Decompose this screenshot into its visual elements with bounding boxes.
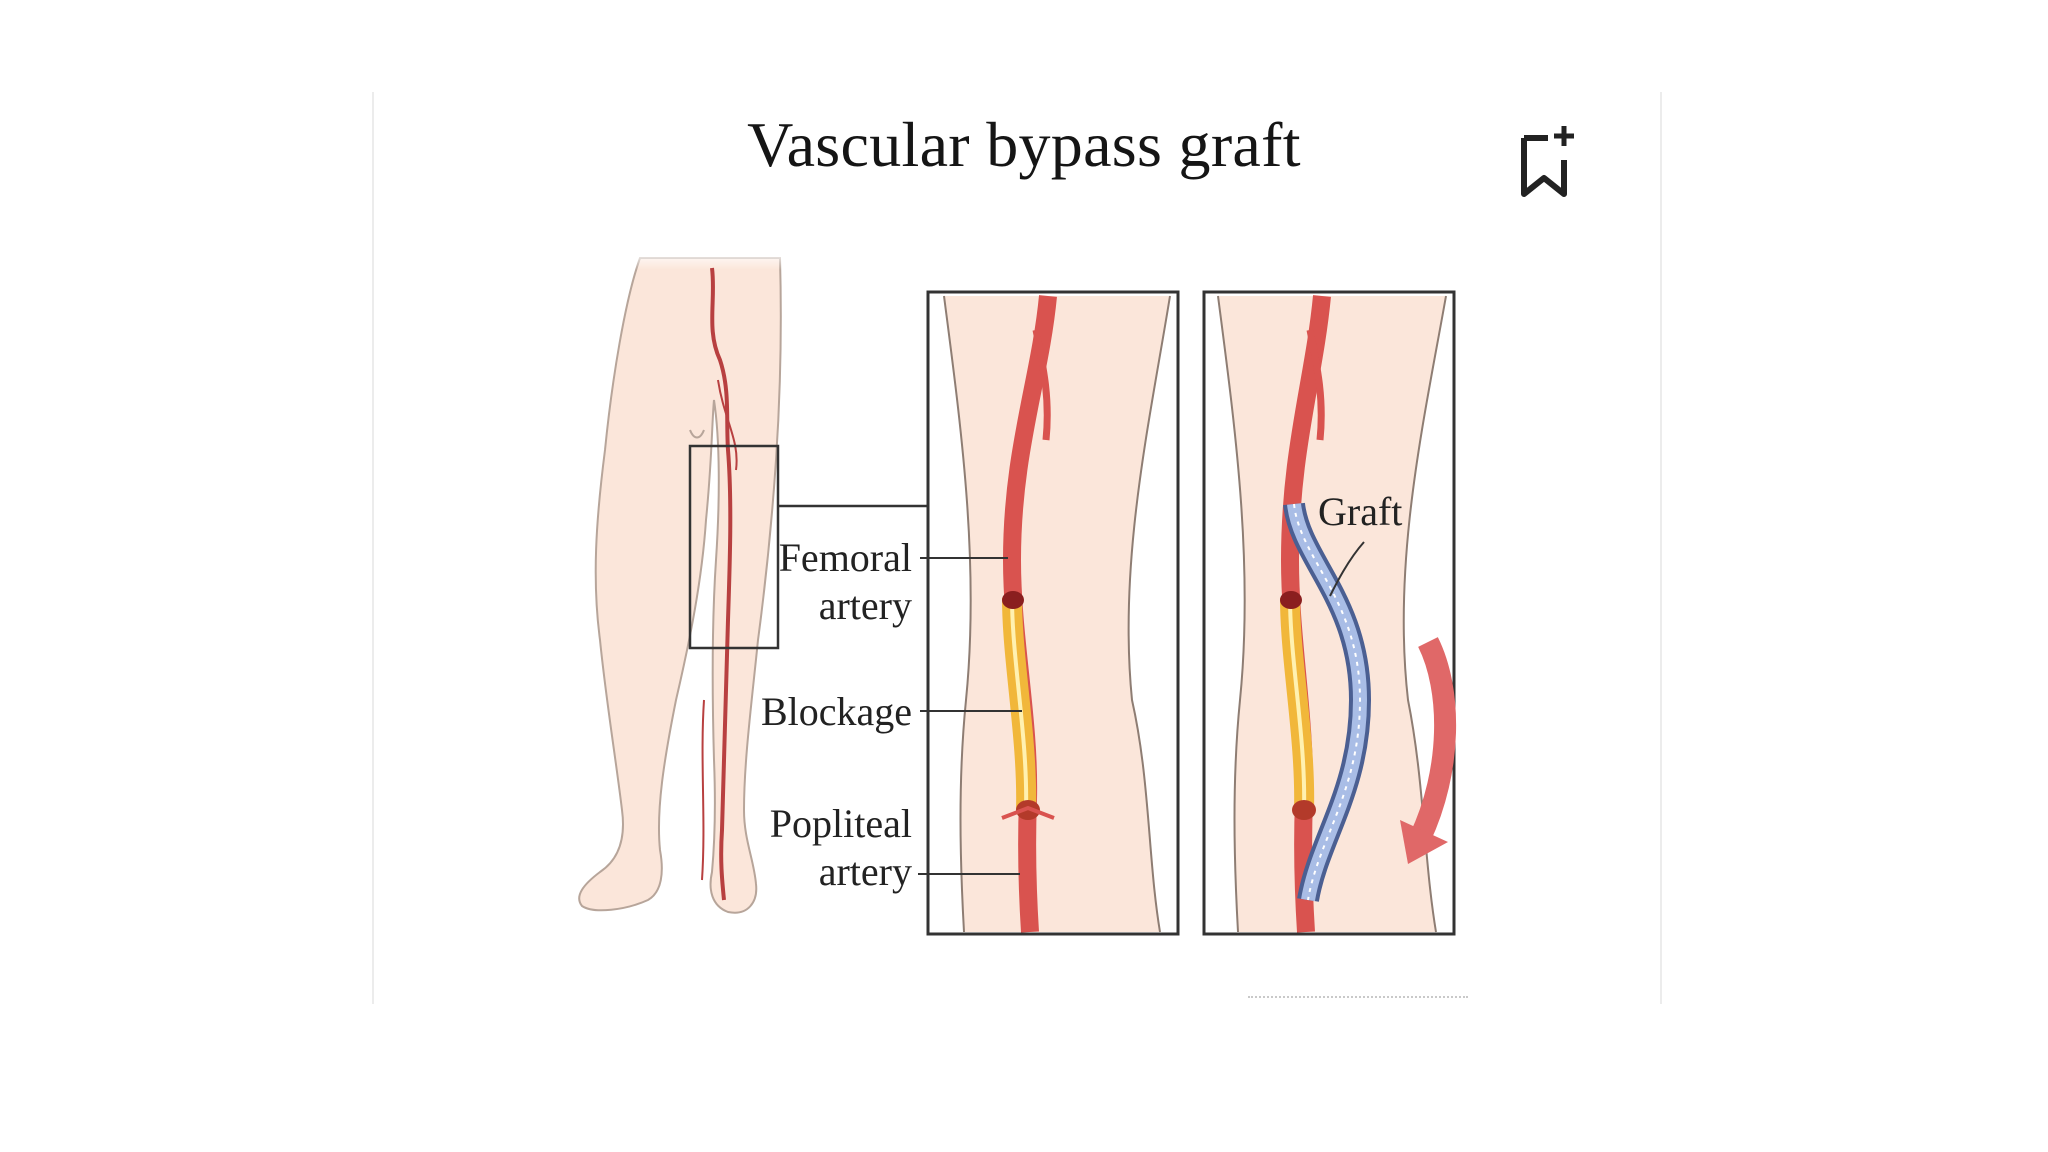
image-card xyxy=(372,92,1662,1004)
image-credit-mark xyxy=(1248,996,1468,1004)
label-graft: Graft xyxy=(1318,488,1428,536)
label-blockage: Blockage xyxy=(740,688,912,736)
figure-title: Vascular bypass graft xyxy=(0,108,2048,182)
label-femoral-artery: Femoral artery xyxy=(760,534,912,630)
label-popliteal-artery: Popliteal artery xyxy=(740,800,912,896)
bookmark-add-icon[interactable] xyxy=(1518,124,1576,204)
